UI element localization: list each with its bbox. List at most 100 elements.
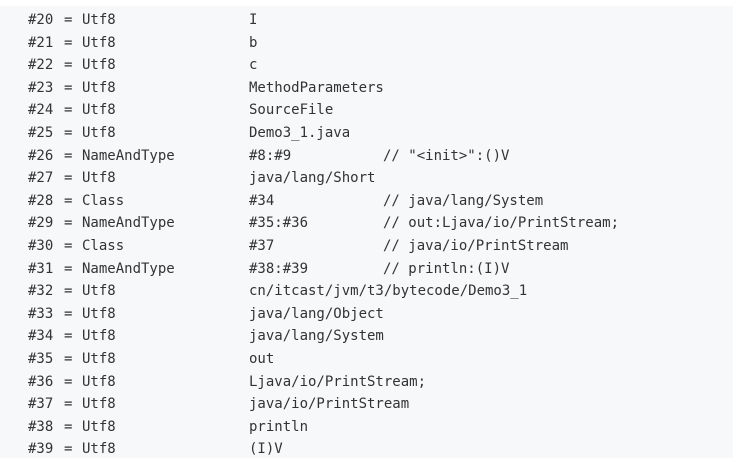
constant-pool-listing: #20 = Utf8 I #21 = Utf8 b #22 = Utf8 c #… [0, 9, 619, 458]
entry-type: NameAndType [82, 260, 175, 277]
entry-equals: = [64, 124, 73, 141]
entry-type: Utf8 [82, 283, 116, 300]
constant-pool-entry: #23 = Utf8 MethodParameters [0, 77, 384, 100]
entry-equals: = [64, 12, 73, 28]
entry-equals: = [64, 441, 73, 458]
entry-index: #26 [28, 147, 54, 164]
entry-equals: = [64, 237, 73, 254]
entry-type: Utf8 [82, 170, 116, 187]
entry-value: Demo3_1.java [249, 124, 351, 141]
entry-value: #8:#9 [249, 147, 292, 164]
constant-pool-entry: #27 = Utf8 java/lang/Short [0, 167, 375, 190]
entry-index: #36 [28, 373, 54, 390]
entry-equals: = [64, 328, 73, 345]
entry-index: #29 [28, 215, 54, 232]
code-block: #20 = Utf8 I #21 = Utf8 b #22 = Utf8 c #… [0, 6, 733, 458]
entry-index: #21 [28, 34, 54, 51]
entry-type: Utf8 [82, 441, 116, 458]
entry-value: #34 [249, 192, 275, 209]
entry-equals: = [64, 373, 73, 390]
entry-value: MethodParameters [249, 79, 384, 96]
entry-index: #37 [28, 396, 54, 413]
constant-pool-entry: #28 = Class #34 // java/lang/System [0, 190, 543, 213]
entry-type: Utf8 [82, 124, 116, 141]
entry-index: #30 [28, 237, 54, 254]
constant-pool-entry: #26 = NameAndType #8:#9 // "<init>":()V [0, 145, 509, 168]
entry-type: Utf8 [82, 79, 116, 96]
entry-type: Utf8 [82, 34, 116, 51]
constant-pool-entry: #29 = NameAndType #35:#36 // out:Ljava/i… [0, 212, 619, 235]
entry-type: Utf8 [82, 350, 116, 367]
entry-value: c [249, 57, 258, 74]
entry-type: Utf8 [82, 57, 116, 74]
entry-equals: = [64, 215, 73, 232]
entry-equals: = [64, 102, 73, 119]
entry-comment: // "<init>":()V [383, 147, 510, 164]
entry-index: #39 [28, 441, 54, 458]
entry-value: I [249, 12, 258, 28]
entry-equals: = [64, 147, 73, 164]
entry-equals: = [64, 34, 73, 51]
entry-index: #20 [28, 12, 54, 28]
entry-equals: = [64, 305, 73, 322]
entry-type: Utf8 [82, 418, 116, 435]
entry-value: b [249, 34, 258, 51]
entry-type: Utf8 [82, 12, 116, 28]
entry-type: Utf8 [82, 396, 116, 413]
entry-index: #33 [28, 305, 54, 322]
entry-equals: = [64, 57, 73, 74]
constant-pool-entry: #38 = Utf8 println [0, 416, 308, 439]
entry-equals: = [64, 170, 73, 187]
entry-index: #32 [28, 283, 54, 300]
entry-value: java/io/PrintStream [249, 396, 410, 413]
entry-value: java/lang/Short [249, 170, 376, 187]
entry-index: #35 [28, 350, 54, 367]
entry-index: #38 [28, 418, 54, 435]
entry-index: #25 [28, 124, 54, 141]
entry-index: #28 [28, 192, 54, 209]
entry-equals: = [64, 396, 73, 413]
entry-index: #31 [28, 260, 54, 277]
entry-value: SourceFile [249, 102, 334, 119]
entry-value: java/lang/System [249, 328, 384, 345]
entry-value: #38:#39 [249, 260, 309, 277]
entry-comment: // println:(I)V [383, 260, 510, 277]
entry-equals: = [64, 192, 73, 209]
entry-equals: = [64, 350, 73, 367]
entry-equals: = [64, 418, 73, 435]
entry-type: Utf8 [82, 373, 116, 390]
entry-index: #34 [28, 328, 54, 345]
constant-pool-entry: #21 = Utf8 b [0, 32, 257, 55]
constant-pool-entry: #30 = Class #37 // java/io/PrintStream [0, 235, 568, 258]
constant-pool-entry: #24 = Utf8 SourceFile [0, 99, 333, 122]
entry-index: #27 [28, 170, 54, 187]
entry-value: (I)V [249, 441, 283, 458]
entry-type: Class [82, 237, 125, 254]
entry-index: #23 [28, 79, 54, 96]
entry-value: out [249, 350, 275, 367]
entry-type: NameAndType [82, 215, 175, 232]
entry-equals: = [64, 260, 73, 277]
entry-equals: = [64, 79, 73, 96]
entry-equals: = [64, 283, 73, 300]
entry-value: cn/itcast/jvm/t3/bytecode/Demo3_1 [249, 283, 528, 300]
entry-type: NameAndType [82, 147, 175, 164]
entry-value: #35:#36 [249, 215, 309, 232]
entry-type: Utf8 [82, 102, 116, 119]
constant-pool-entry: #37 = Utf8 java/io/PrintStream [0, 393, 409, 416]
constant-pool-entry: #25 = Utf8 Demo3_1.java [0, 122, 350, 145]
constant-pool-entry: #36 = Utf8 Ljava/io/PrintStream; [0, 371, 426, 394]
entry-comment: // java/lang/System [383, 192, 544, 209]
entry-comment: // out:Ljava/io/PrintStream; [383, 215, 620, 232]
constant-pool-entry: #35 = Utf8 out [0, 348, 274, 371]
constant-pool-entry: #33 = Utf8 java/lang/Object [0, 303, 384, 326]
entry-index: #24 [28, 102, 54, 119]
entry-value: java/lang/Object [249, 305, 384, 322]
constant-pool-entry: #34 = Utf8 java/lang/System [0, 325, 384, 348]
constant-pool-entry: #31 = NameAndType #38:#39 // println:(I)… [0, 258, 509, 281]
entry-value: println [249, 418, 309, 435]
constant-pool-entry: #32 = Utf8 cn/itcast/jvm/t3/bytecode/Dem… [0, 280, 527, 303]
entry-index: #22 [28, 57, 54, 74]
constant-pool-entry: #22 = Utf8 c [0, 54, 257, 77]
entry-comment: // java/io/PrintStream [383, 237, 569, 254]
